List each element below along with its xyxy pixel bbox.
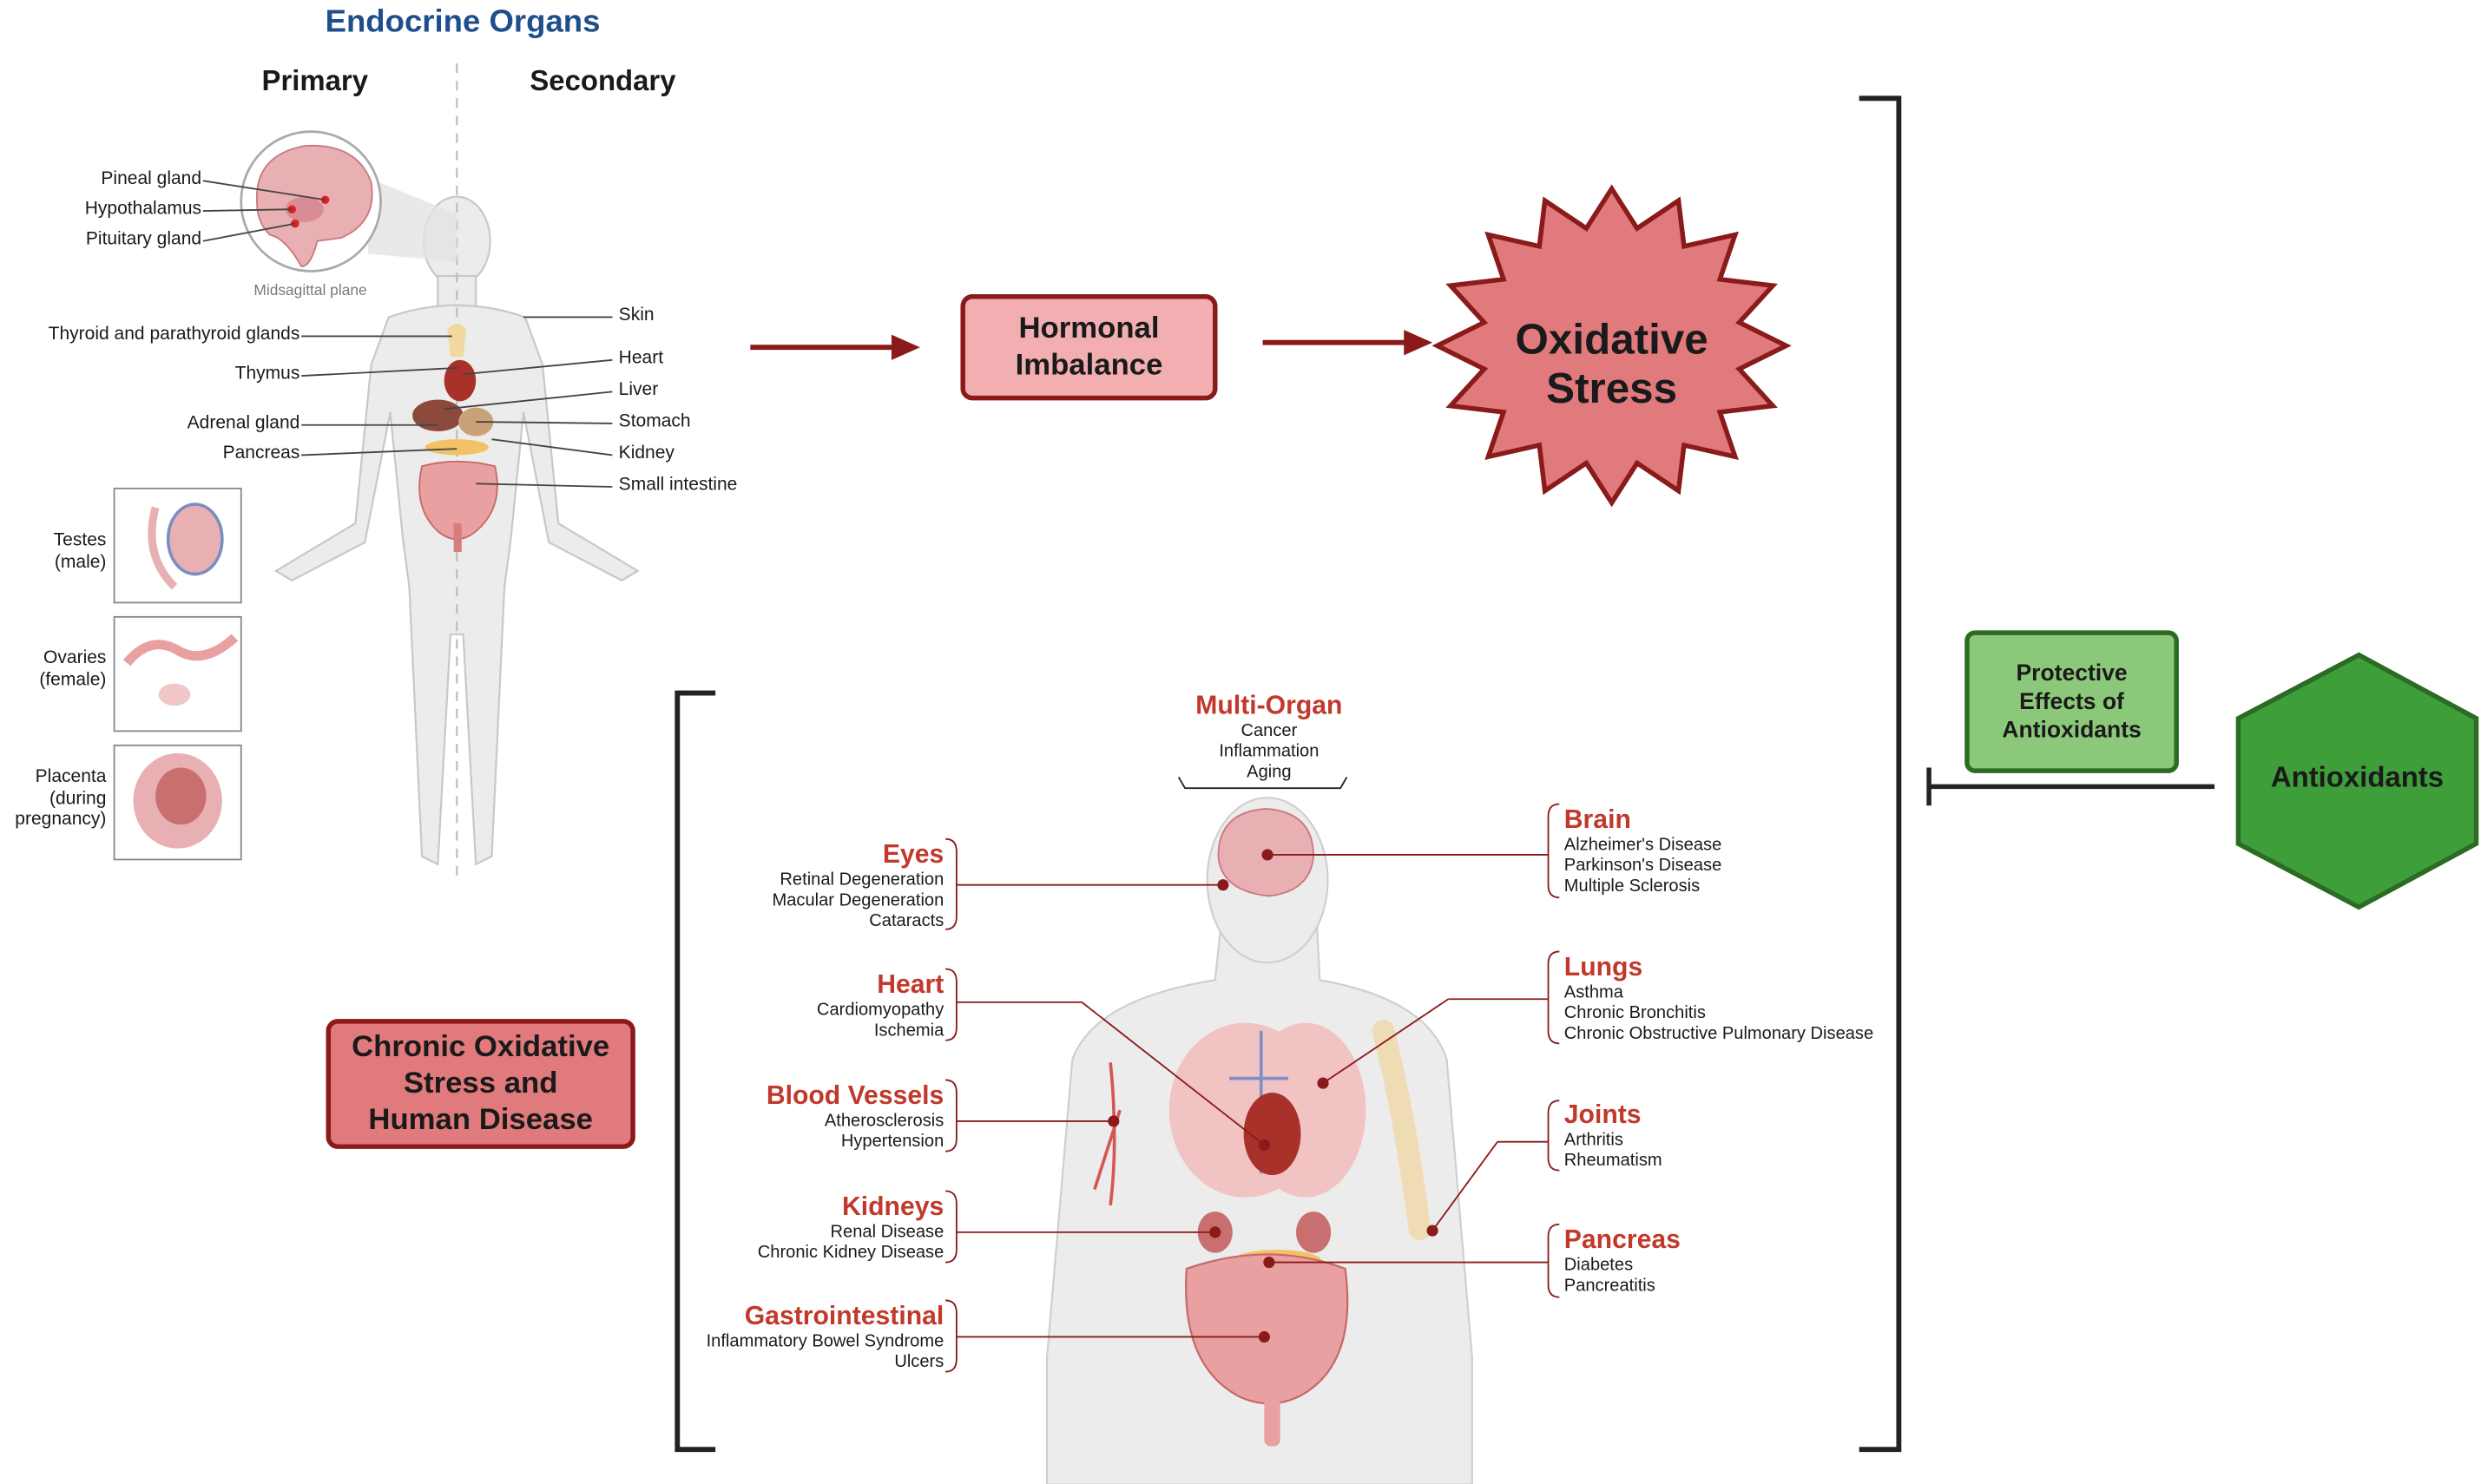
gastrointestinal-group: Gastrointestinal Inflammatory Bowel Synd… xyxy=(707,1303,944,1374)
multi-organ-group: Multi-Organ Cancer Inflammation Aging xyxy=(1110,693,1427,785)
hormonal-imbalance-box xyxy=(960,293,1218,401)
heart-item: Ischemia xyxy=(873,1021,944,1041)
testes-label: Testes (male) xyxy=(53,531,107,572)
ovaries-label: Ovaries (female) xyxy=(39,648,107,689)
blood-vessels-item: Hypertension xyxy=(840,1132,944,1152)
multi-organ-item: Cancer xyxy=(1240,720,1298,740)
heart-group: Heart Cardiomyopathy Ischemia xyxy=(817,972,944,1042)
lungs-title: Lungs xyxy=(1563,953,1643,982)
multi-organ-item: Aging xyxy=(1247,763,1292,783)
lungs-item: Asthma xyxy=(1563,982,1623,1001)
chronic-box-text: Chronic Oxidative Stress and Human Disea… xyxy=(352,1030,610,1138)
pineal-gland-label: Pineal gland xyxy=(101,169,202,189)
placenta-label: Placenta (during pregnancy) xyxy=(15,767,107,830)
kidneys-item: Chronic Kidney Disease xyxy=(757,1243,944,1263)
brain-group: Brain Alzheimer's Disease Parkinson's Di… xyxy=(1564,807,1721,898)
eyes-group: Eyes Retinal Degeneration Macular Degene… xyxy=(773,842,944,933)
right-bracket xyxy=(1859,95,1902,1453)
disease-organs xyxy=(1093,808,1431,1447)
left-bracket xyxy=(675,690,716,1453)
thyroid-label: Thyroid and parathyroid glands xyxy=(48,325,300,345)
lungs-group: Lungs Asthma Chronic Bronchitis Chronic … xyxy=(1564,955,1873,1046)
kidneys-group: Kidneys Renal Disease Chronic Kidney Dis… xyxy=(758,1194,944,1264)
eyes-title: Eyes xyxy=(882,840,944,870)
skin-label: Skin xyxy=(618,305,655,325)
joints-group: Joints Arthritis Rheumatism xyxy=(1564,1102,1662,1172)
brain-item: Parkinson's Disease xyxy=(1563,856,1722,876)
left-group-braces xyxy=(945,837,958,1373)
oxidative-stress-text: Oxidative Stress xyxy=(1515,315,1708,413)
multi-organ-title: Multi-Organ xyxy=(1195,691,1343,720)
antioxidants-hexagon xyxy=(2235,652,2479,910)
primary-heading: Primary xyxy=(261,64,369,97)
disease-leaders xyxy=(956,854,1549,1338)
secondary-heading: Secondary xyxy=(530,64,676,97)
brain-inset xyxy=(240,130,457,273)
disease-dots xyxy=(1108,849,1438,1343)
endocrine-organs xyxy=(412,323,498,552)
kidney-endocrine-label: Kidney xyxy=(618,443,675,463)
heart-endocrine-label: Heart xyxy=(618,349,664,368)
blood-vessels-title: Blood Vessels xyxy=(766,1081,944,1111)
small-intestine-label: Small intestine xyxy=(618,476,738,496)
pancreas-endocrine-label: Pancreas xyxy=(222,443,300,463)
gastrointestinal-item: Ulcers xyxy=(894,1352,944,1372)
eyes-item: Macular Degeneration xyxy=(772,890,944,910)
liver-label: Liver xyxy=(618,380,659,400)
adrenal-gland-label: Adrenal gland xyxy=(187,413,300,433)
thymus-label: Thymus xyxy=(234,364,300,384)
heart-title: Heart xyxy=(877,970,944,1000)
pancreas-item: Diabetes xyxy=(1563,1255,1634,1275)
gastrointestinal-item: Inflammatory Bowel Syndrome xyxy=(706,1331,944,1351)
protective-box xyxy=(1964,630,2179,773)
brain-item: Multiple Sclerosis xyxy=(1563,877,1701,896)
hypothalamus-label: Hypothalamus xyxy=(84,200,202,220)
pituitary-gland-label: Pituitary gland xyxy=(85,229,202,249)
endocrine-leaders xyxy=(202,180,613,488)
oxidative-stress-star xyxy=(1431,184,1792,508)
midsagittal-label: Midsagittal plane xyxy=(253,282,367,300)
joints-item: Arthritis xyxy=(1563,1130,1623,1149)
joints-item: Rheumatism xyxy=(1563,1151,1662,1171)
arrow-1 xyxy=(750,334,920,360)
multi-organ-item: Inflammation xyxy=(1219,741,1319,761)
brain-title: Brain xyxy=(1563,805,1631,835)
lungs-item: Chronic Bronchitis xyxy=(1563,1003,1706,1023)
lungs-item: Chronic Obstructive Pulmonary Disease xyxy=(1563,1024,1874,1044)
kidneys-item: Renal Disease xyxy=(830,1221,944,1241)
kidneys-title: Kidneys xyxy=(841,1192,944,1222)
inset-drawings xyxy=(122,502,239,849)
eyes-item: Cataracts xyxy=(869,911,944,931)
heart-item: Cardiomyopathy xyxy=(816,1000,944,1020)
pancreas-title: Pancreas xyxy=(1563,1225,1681,1255)
brain-item: Alzheimer's Disease xyxy=(1563,835,1722,855)
chronic-box xyxy=(326,1019,635,1149)
pancreas-item: Pancreatitis xyxy=(1563,1276,1655,1296)
right-group-braces xyxy=(1547,803,1560,1298)
endocrine-title: Endocrine Organs xyxy=(325,4,601,40)
blood-vessels-group: Blood Vessels Atherosclerosis Hypertensi… xyxy=(767,1083,944,1153)
pancreas-group: Pancreas Diabetes Pancreatitis xyxy=(1564,1227,1681,1297)
joints-title: Joints xyxy=(1563,1100,1642,1130)
protective-box-text: Protective Effects of Antioxidants xyxy=(2002,660,2142,744)
antioxidants-text: Antioxidants xyxy=(2270,760,2445,792)
gastrointestinal-title: Gastrointestinal xyxy=(744,1302,944,1331)
eyes-item: Retinal Degeneration xyxy=(780,870,944,890)
blood-vessels-item: Atherosclerosis xyxy=(824,1111,944,1131)
arrow-2 xyxy=(1262,330,1433,356)
hormonal-imbalance-text: Hormonal Imbalance xyxy=(1015,312,1163,383)
stomach-label: Stomach xyxy=(618,412,691,432)
